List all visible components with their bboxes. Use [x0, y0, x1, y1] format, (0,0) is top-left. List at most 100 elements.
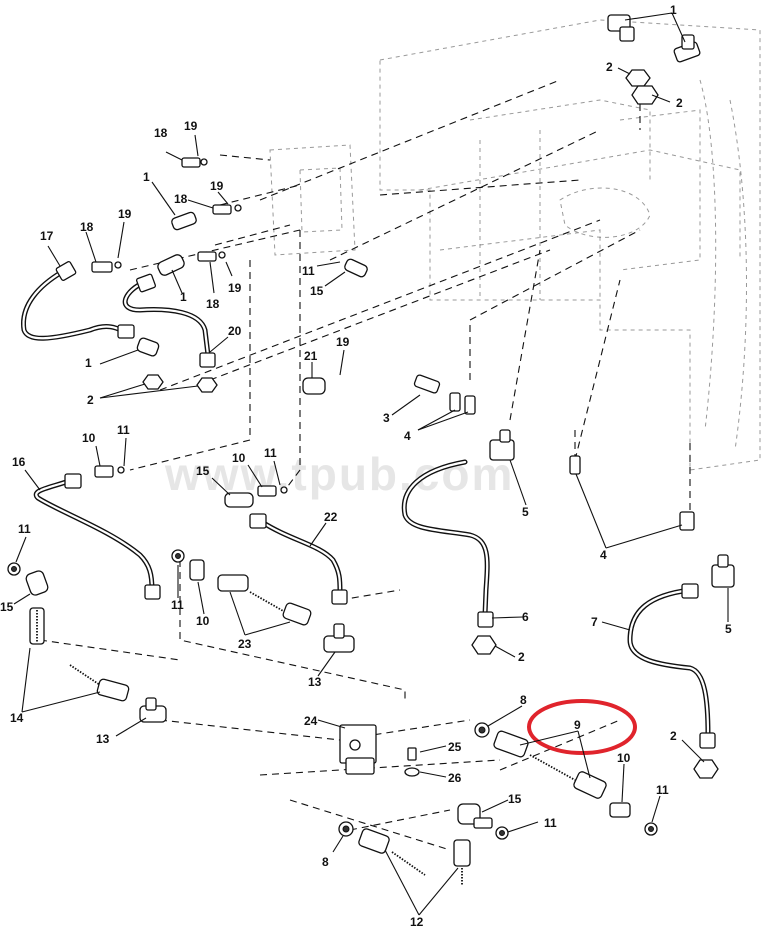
tee-5-a: [489, 429, 515, 461]
fittings-4-a: [449, 392, 476, 415]
fitting-18-b: [212, 204, 242, 215]
nut-top-a: [625, 69, 651, 87]
tee-13-b: [139, 697, 167, 723]
washer-8-b: [338, 821, 354, 837]
callout-8: 8: [322, 855, 329, 869]
washer-11-f: [644, 822, 658, 836]
fitting-4-b: [569, 455, 581, 475]
callout-10: 10: [196, 614, 210, 628]
fitting-10-c: [189, 559, 205, 581]
callout-19: 19: [336, 335, 350, 349]
callout-15: 15: [0, 600, 14, 614]
screw-25: [407, 747, 417, 761]
callout-11: 11: [171, 598, 184, 612]
elbow-1-c: [136, 337, 160, 357]
nut-22-top: [249, 513, 267, 529]
fitting-18-c: [91, 261, 122, 273]
elbow-1-b: [157, 254, 185, 276]
callout-2: 2: [518, 650, 525, 664]
nut-20-bottom: [199, 352, 216, 368]
tube-20: [122, 279, 211, 358]
nut-7-top: [681, 583, 699, 599]
elbow-1-a: [171, 211, 197, 231]
callout-18: 18: [80, 220, 94, 234]
adapter-14-top: [29, 607, 45, 645]
callout-4: 4: [404, 429, 411, 443]
callout-15: 15: [310, 284, 324, 298]
callout-15: 15: [508, 792, 522, 806]
callout-11: 11: [544, 816, 557, 830]
callout-24: 24: [304, 714, 318, 728]
washer-8-a: [474, 722, 490, 738]
washer-11-a: [7, 562, 21, 576]
callout-5: 5: [725, 622, 732, 636]
washer-2-e: [693, 759, 719, 779]
nut-22-bottom: [331, 589, 348, 605]
callout-13: 13: [308, 675, 322, 689]
callout-6: 6: [522, 610, 529, 624]
hose-12: [358, 828, 471, 885]
bracket-24: [339, 724, 377, 775]
fitting-18-a: [181, 157, 208, 168]
washer-11-b: [171, 549, 185, 563]
callout-14: 14: [10, 711, 24, 725]
adapter-3: [413, 374, 441, 394]
tube-7: [627, 587, 711, 738]
callout-20: 20: [228, 324, 242, 338]
callout-4: 4: [600, 548, 607, 562]
nut-17: [55, 261, 77, 281]
fitting-10-d: [609, 802, 631, 818]
callout-2: 2: [87, 393, 94, 407]
tube-5-left: [401, 459, 490, 618]
hose-23: [217, 574, 312, 626]
callout-12: 12: [410, 915, 424, 928]
nut-7-bottom: [699, 732, 716, 749]
callout-17: 17: [40, 229, 54, 243]
elbow-fitting-top-right: [673, 34, 701, 63]
callout-10: 10: [617, 751, 631, 765]
callout-15: 15: [196, 464, 210, 478]
nut-16-bottom: [144, 584, 161, 600]
callout-21: 21: [304, 349, 318, 363]
callout-11: 11: [117, 423, 130, 437]
callout-11: 11: [656, 783, 669, 797]
callout-19: 19: [210, 179, 224, 193]
callout-25: 25: [448, 740, 462, 754]
callout-1: 1: [670, 3, 677, 17]
washer-2-b: [196, 377, 218, 393]
elbow-15-a: [344, 258, 368, 278]
tube-17: [21, 269, 128, 341]
callout-19: 19: [184, 119, 198, 133]
nut-top-b: [631, 85, 659, 105]
callout-3: 3: [383, 411, 390, 425]
nut-16: [64, 473, 82, 489]
fitting-10-a: [94, 465, 125, 478]
callout-5: 5: [522, 505, 529, 519]
callout-10: 10: [232, 451, 246, 465]
tube-22: [259, 519, 343, 595]
callout-18: 18: [154, 126, 168, 140]
hose-14-bottom: [69, 664, 130, 702]
callout-26: 26: [448, 771, 462, 785]
callout-10: 10: [82, 431, 96, 445]
hose-9: [493, 730, 607, 799]
callout-11: 11: [264, 446, 277, 460]
callout-labels: 1 2 2 18 19 1 18 19 17 18 19 1 18 19 11 …: [0, 3, 732, 928]
elbow-15-b: [224, 492, 254, 508]
tee-13-a: [323, 623, 355, 653]
callout-13: 13: [96, 732, 110, 746]
nut-tube-17-end: [117, 324, 135, 339]
callout-23: 23: [238, 637, 252, 651]
elbow-21: [302, 377, 326, 395]
fitting-10-b: [257, 485, 288, 497]
callout-11: 11: [18, 522, 31, 536]
callout-9: 9: [574, 718, 581, 732]
engine-block-outline: [379, 19, 761, 471]
callout-1: 1: [180, 290, 187, 304]
highlight-ellipse: [527, 699, 637, 755]
callout-19: 19: [118, 207, 132, 221]
watermark-text: www.tpub.com: [164, 448, 514, 500]
elbow-fitting-top-left: [607, 14, 635, 42]
